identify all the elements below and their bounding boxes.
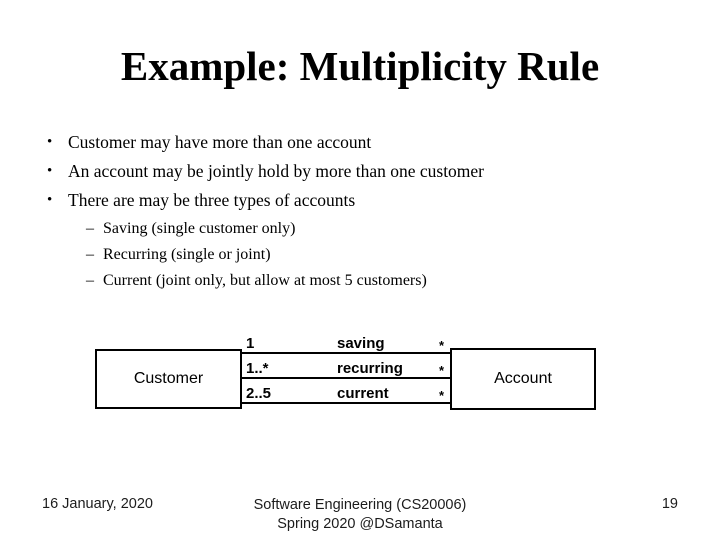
association-labels-current: 2..5 current *	[246, 383, 446, 403]
bullet-text: An account may be jointly hold by more t…	[68, 161, 485, 181]
association-labels-recurring: 1..* recurring *	[246, 358, 446, 378]
class-name-customer: Customer	[133, 370, 204, 387]
association-name: current	[337, 385, 389, 402]
sub-bullet-list: – Saving (single customer only) – Recurr…	[40, 216, 680, 294]
dash-marker: –	[86, 246, 94, 263]
sub-bullet-text: Recurring (single or joint)	[103, 246, 271, 263]
multiplicity-left: 1	[246, 335, 255, 352]
class-name-account: Account	[494, 370, 552, 387]
multiplicity-left: 2..5	[246, 385, 272, 402]
sub-bullet-item: – Current (joint only, but allow at most…	[86, 268, 680, 294]
multiplicity-right: *	[438, 363, 444, 378]
bullet-text: There are may be three types of accounts	[68, 190, 356, 210]
footer-course-line1: Software Engineering (CS20006)	[253, 497, 467, 513]
association-labels-saving: 1 saving *	[246, 333, 446, 353]
multiplicity-left: 1..*	[246, 360, 269, 377]
footer-course-line2: Spring 2020 @DSamanta	[277, 516, 443, 532]
bullet-list: • Customer may have more than one accoun…	[40, 128, 680, 294]
sub-bullet-item: – Saving (single customer only)	[86, 216, 680, 242]
dash-marker: –	[86, 220, 94, 237]
bullet-marker: •	[47, 163, 53, 179]
sub-bullet-text: Saving (single customer only)	[103, 220, 296, 237]
bullet-item: • Customer may have more than one accoun…	[40, 128, 680, 157]
footer-date: 16 January, 2020	[42, 496, 153, 512]
bullet-text: Customer may have more than one account	[68, 132, 372, 152]
association-line-recurring	[242, 377, 450, 379]
association-name: recurring	[337, 360, 403, 377]
slide-title: Example: Multiplicity Rule	[120, 43, 600, 89]
multiplicity-right: *	[438, 338, 444, 353]
sub-bullet-text: Current (joint only, but allow at most 5…	[103, 272, 427, 289]
footer-page-number: 19	[661, 496, 678, 512]
association-line-saving	[242, 352, 450, 354]
sub-bullet-item: – Recurring (single or joint)	[86, 242, 680, 268]
bullet-item: • An account may be jointly hold by more…	[40, 157, 680, 186]
association-name: saving	[337, 335, 385, 352]
dash-marker: –	[86, 272, 94, 289]
association-line-current	[242, 402, 450, 404]
class-box-account: Account	[450, 348, 596, 410]
bullet-marker: •	[47, 134, 53, 150]
multiplicity-right: *	[438, 388, 444, 403]
footer-course: Software Engineering (CS20006) Spring 20…	[0, 496, 720, 534]
bullet-item: • There are may be three types of accoun…	[40, 186, 680, 215]
class-box-customer: Customer	[95, 349, 242, 409]
bullet-marker: •	[47, 192, 53, 208]
